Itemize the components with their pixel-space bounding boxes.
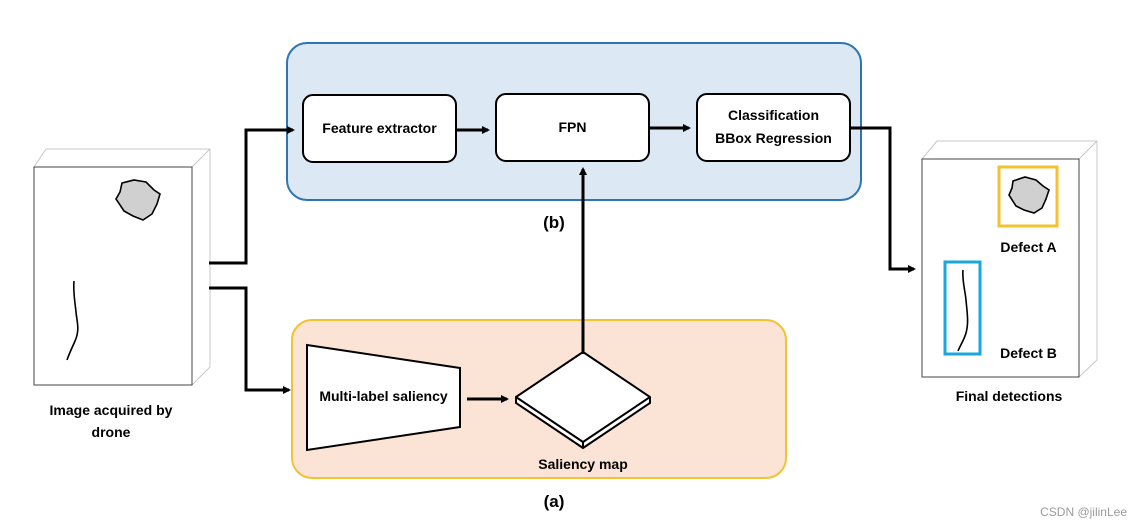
bbox-regression-label: BBox Regression <box>715 130 832 146</box>
defect-a-blob <box>1008 176 1050 214</box>
saliency-map-caption: Saliency map <box>538 456 628 472</box>
classification-box <box>696 93 851 162</box>
arrow-input-to-feature-extractor <box>209 126 295 265</box>
defect-b-crack <box>957 269 969 352</box>
arrow-classification-to-output <box>850 126 916 273</box>
output-image <box>921 140 1098 378</box>
fpn-label: FPN <box>558 119 587 135</box>
defect-a-bbox <box>997 165 1059 228</box>
multi-label-saliency-shape <box>306 343 461 452</box>
defect-a-label: Defect A <box>1000 239 1057 255</box>
connectors <box>209 124 916 403</box>
input-caption-line2: drone <box>91 424 131 440</box>
watermark: CSDN @jilinLee <box>1040 505 1127 519</box>
defect-b-label: Defect B <box>1000 345 1057 361</box>
input-caption-line1: Image acquired by <box>49 402 173 418</box>
final-detections-caption: Final detections <box>955 388 1063 404</box>
feature-extractor-label: Feature extractor <box>322 120 437 136</box>
arrow-input-to-saliency <box>209 286 291 394</box>
classification-label: Classification <box>727 107 820 123</box>
defect-b-bbox <box>943 260 982 356</box>
multi-label-saliency-label: Multi-label saliency <box>319 388 448 404</box>
input-image <box>33 148 211 386</box>
panel-b-tag: (b) <box>543 213 565 232</box>
panel-a-tag: (a) <box>543 492 565 511</box>
defect-blob <box>115 179 161 221</box>
crack-line <box>66 280 79 361</box>
